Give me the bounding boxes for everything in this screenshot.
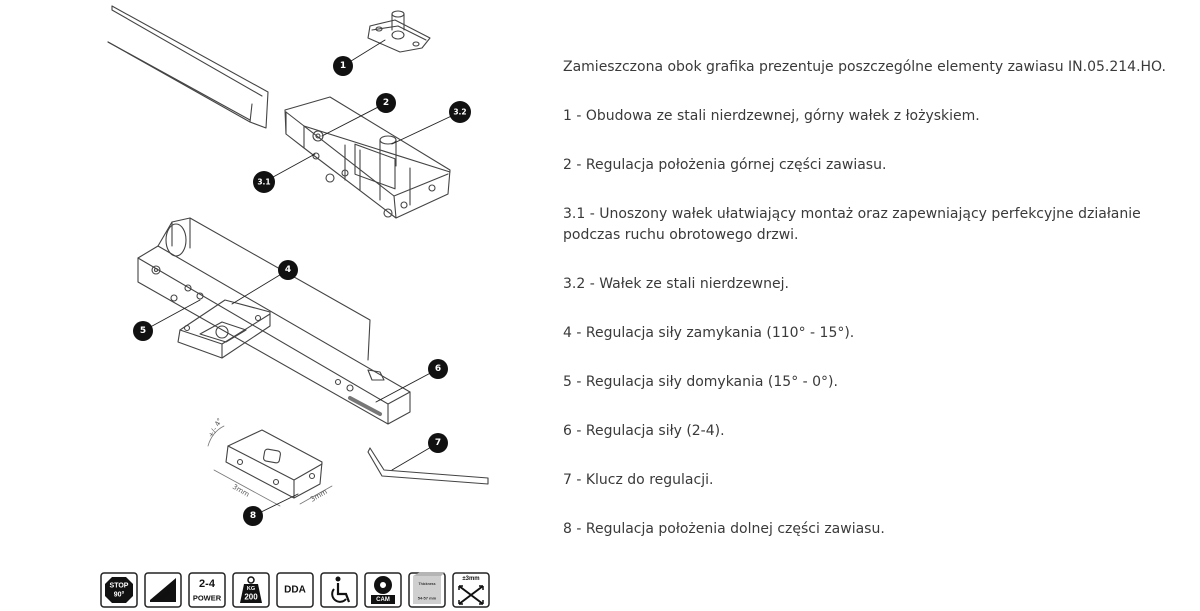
svg-text:3.2: 3.2 [453,108,466,117]
hex-key [367,447,489,485]
svg-text:2: 2 [383,98,389,108]
svg-text:5: 5 [140,326,146,336]
item-8: 8 - Regulacja położenia dolnej części za… [563,521,885,537]
callout-3-2: 3.2 [449,101,471,123]
svg-text:4: 4 [285,265,291,275]
svg-text:54-57 mm: 54-57 mm [418,596,437,601]
svg-text:2-4: 2-4 [199,578,216,590]
door-leaf-edge [107,5,269,129]
item-1: 1 - Obudowa ze stali nierdzewnej, górny … [563,108,980,124]
dimension-left: 3mm [231,483,251,499]
svg-text:Thickness: Thickness [418,582,435,586]
feature-badges: STOP 90° 3000 2-4 POWER KG 200 DDA [100,572,490,608]
callout-5: 5 [133,321,153,341]
top-pin-plate [367,10,431,53]
dda-icon: DDA [276,572,314,608]
cam-icon: CAM [364,572,402,608]
intro-paragraph: Zamieszczona obok grafika prezentuje pos… [563,59,1166,75]
callout-6: 6 [428,359,448,379]
callout-3-1: 3.1 [253,171,275,193]
svg-text:STOP: STOP [110,583,129,590]
svg-text:8: 8 [250,511,256,521]
bottom-closer-body [137,217,411,425]
callout-2: 2 [376,93,396,113]
item-5: 5 - Regulacja siły domykania (15° - 0°). [563,374,838,390]
item-2: 2 - Regulacja położenia górnej części za… [563,157,887,173]
svg-text:KG: KG [247,586,255,592]
item-3-2: 3.2 - Wałek ze stali nierdzewnej. [563,276,789,292]
svg-text:1: 1 [340,61,346,71]
door-weight-icon: 3000 [144,572,182,608]
svg-text:CAM: CAM [376,597,390,603]
description-panel: Zamieszczona obok grafika prezentuje pos… [563,57,1183,540]
item-7: 7 - Klucz do regulacji. [563,472,714,488]
adjust-3mm-icon: ±3mm [452,572,490,608]
svg-text:7: 7 [435,438,441,448]
item-3-1: 3.1 - Unoszony wałek ułatwiający montaż … [563,206,1141,243]
item-6: 6 - Regulacja siły (2-4). [563,423,725,439]
callout-4: 4 [278,260,298,280]
callout-8: 8 [243,506,263,526]
svg-text:200: 200 [244,593,258,602]
callout-7: 7 [428,433,448,453]
svg-text:6: 6 [435,364,441,374]
bottom-plate [207,425,333,507]
dimension-angle: +/- 4° [207,417,224,439]
item-4: 4 - Regulacja siły zamykania (110° - 15°… [563,325,855,341]
dimension-right: 3mm [309,488,329,504]
svg-text:DDA: DDA [284,585,306,596]
stop-90-icon: STOP 90° [100,572,138,608]
power-size-icon: 2-4 POWER [188,572,226,608]
svg-text:3.1: 3.1 [257,178,270,187]
wheelchair-icon [320,572,358,608]
callout-1: 1 [333,56,353,76]
hinge-exploded-diagram: +/- 4° 3mm 3mm 1 2 3.1 3.2 4 5 6 7 8 STO… [100,5,490,608]
top-housing [284,96,451,219]
svg-text:POWER: POWER [193,594,222,603]
leader-lines [142,39,461,517]
svg-text:90°: 90° [114,591,125,599]
weight-kg-icon: KG 200 [232,572,270,608]
svg-text:±3mm: ±3mm [462,576,479,582]
thickness-icon: Thickness 54-57 mm [408,572,446,608]
